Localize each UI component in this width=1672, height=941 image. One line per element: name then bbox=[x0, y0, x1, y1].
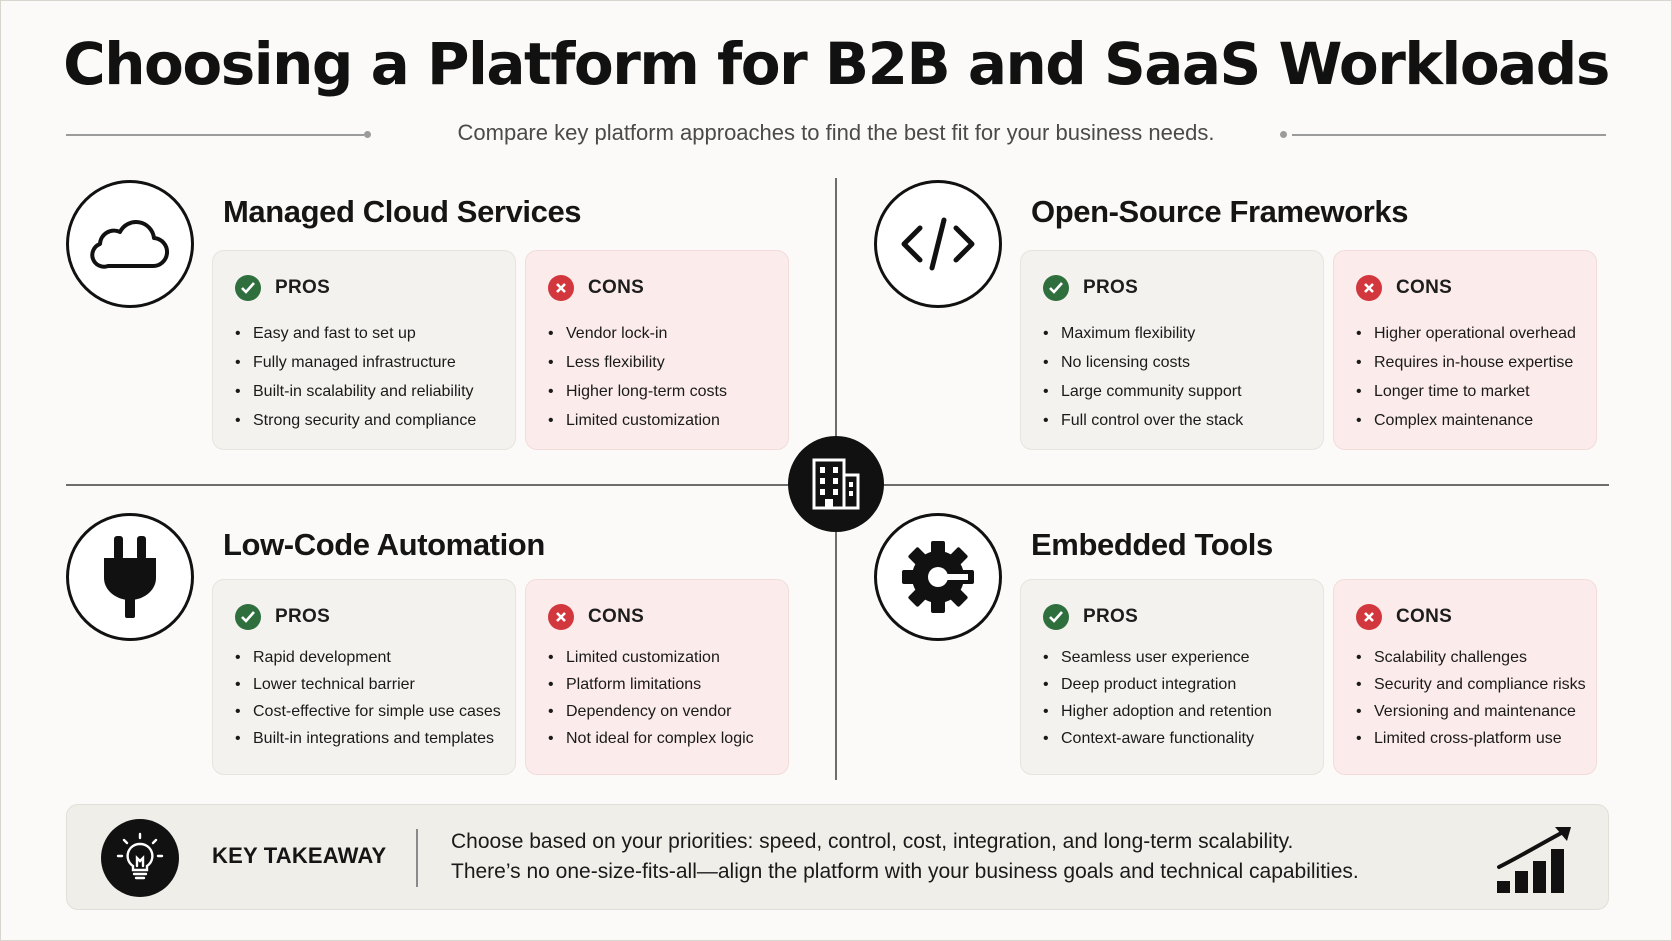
page-title: Choosing a Platform for B2B and SaaS Wor… bbox=[63, 30, 1610, 98]
key-takeaway-panel: KEY TAKEAWAY Choose based on your priori… bbox=[66, 804, 1609, 910]
x-icon bbox=[548, 275, 574, 301]
office-building-icon bbox=[812, 458, 860, 510]
list-item: Strong security and compliance bbox=[235, 406, 493, 435]
check-icon bbox=[1043, 275, 1069, 301]
cloud-icon bbox=[90, 220, 170, 269]
list-item: Vendor lock-in bbox=[548, 319, 766, 348]
list-item: Rapid development bbox=[235, 644, 493, 671]
section-title: Embedded Tools bbox=[1031, 527, 1273, 562]
check-icon bbox=[235, 604, 261, 630]
list-item: Requires in-house expertise bbox=[1356, 348, 1574, 377]
subtitle-rule-right bbox=[1292, 134, 1606, 136]
section-icon-circle bbox=[874, 180, 1002, 308]
section-title: Low-Code Automation bbox=[223, 527, 545, 562]
section-title: Managed Cloud Services bbox=[223, 194, 582, 229]
list-item: Less flexibility bbox=[548, 348, 766, 377]
check-icon bbox=[1043, 604, 1069, 630]
x-icon bbox=[1356, 275, 1382, 301]
plug-icon bbox=[104, 536, 156, 618]
list-item: Not ideal for complex logic bbox=[548, 725, 766, 752]
pros-label: PROS bbox=[275, 277, 331, 298]
list-item: Platform limitations bbox=[548, 671, 766, 698]
list-item: Limited customization bbox=[548, 406, 766, 435]
list-item: Deep product integration bbox=[1043, 671, 1301, 698]
pros-card: PROS Rapid development Lower technical b… bbox=[212, 579, 516, 775]
list-item: Higher adoption and retention bbox=[1043, 698, 1301, 725]
lightbulb-badge bbox=[101, 819, 179, 897]
list-item: Higher operational overhead bbox=[1356, 319, 1576, 348]
list-item: Higher long-term costs bbox=[548, 377, 766, 406]
subtitle-dot-right bbox=[1280, 131, 1287, 138]
list-item: Limited customization bbox=[548, 644, 766, 671]
list-item: Cost-effective for simple use cases bbox=[235, 698, 501, 725]
cons-label: CONS bbox=[588, 277, 645, 298]
section-open-source: Open-Source Frameworks PROS Maximum flex… bbox=[874, 180, 1634, 460]
list-item: Built-in scalability and reliability bbox=[235, 377, 493, 406]
section-icon-circle bbox=[66, 513, 194, 641]
cons-card: CONS Higher operational overhead Require… bbox=[1333, 250, 1597, 450]
list-item: Large community support bbox=[1043, 377, 1301, 406]
section-low-code: Low-Code Automation PROS Rapid developme… bbox=[66, 513, 826, 793]
cons-label: CONS bbox=[588, 606, 645, 627]
takeaway-separator bbox=[416, 829, 418, 887]
list-item: Fully managed infrastructure bbox=[235, 348, 493, 377]
section-icon-circle bbox=[66, 180, 194, 308]
x-icon bbox=[1356, 604, 1382, 630]
lightbulb-icon bbox=[116, 832, 164, 880]
list-item: Limited cross-platform use bbox=[1356, 725, 1574, 752]
section-managed-cloud: Managed Cloud Services PROS Easy and fas… bbox=[66, 180, 826, 460]
list-item: Seamless user experience bbox=[1043, 644, 1301, 671]
takeaway-line: There’s no one-size-fits-all—align the p… bbox=[451, 860, 1359, 883]
key-takeaway-label: KEY TAKEAWAY bbox=[212, 843, 387, 868]
cons-label: CONS bbox=[1396, 277, 1453, 298]
pros-card: PROS Seamless user experience Deep produ… bbox=[1020, 579, 1324, 775]
list-item: Full control over the stack bbox=[1043, 406, 1301, 435]
cons-label: CONS bbox=[1396, 606, 1453, 627]
code-icon bbox=[901, 217, 975, 271]
list-item: Versioning and maintenance bbox=[1356, 698, 1576, 725]
page-subtitle: Compare key platform approaches to find … bbox=[457, 120, 1215, 145]
list-item: Scalability challenges bbox=[1356, 644, 1574, 671]
section-title: Open-Source Frameworks bbox=[1031, 194, 1409, 229]
list-item: No licensing costs bbox=[1043, 348, 1301, 377]
list-item: Context-aware functionality bbox=[1043, 725, 1301, 752]
list-item: Longer time to market bbox=[1356, 377, 1574, 406]
subtitle-rule-left bbox=[66, 134, 364, 136]
growth-chart-icon bbox=[1497, 827, 1571, 893]
cons-card: CONS Vendor lock-in Less flexibility Hig… bbox=[525, 250, 789, 450]
list-item: Built-in integrations and templates bbox=[235, 725, 494, 752]
pros-card: PROS Maximum flexibility No licensing co… bbox=[1020, 250, 1324, 450]
subtitle-row: Compare key platform approaches to find … bbox=[66, 118, 1606, 152]
pros-label: PROS bbox=[275, 606, 331, 627]
list-item: Maximum flexibility bbox=[1043, 319, 1301, 348]
list-item: Complex maintenance bbox=[1356, 406, 1574, 435]
pros-label: PROS bbox=[1083, 277, 1139, 298]
center-badge bbox=[788, 436, 884, 532]
x-icon bbox=[548, 604, 574, 630]
list-item: Dependency on vendor bbox=[548, 698, 766, 725]
takeaway-line: Choose based on your priorities: speed, … bbox=[451, 830, 1294, 853]
section-icon-circle bbox=[874, 513, 1002, 641]
cons-card: CONS Limited customization Platform limi… bbox=[525, 579, 789, 775]
subtitle-dot-left bbox=[364, 131, 371, 138]
gear-icon bbox=[902, 541, 974, 613]
list-item: Easy and fast to set up bbox=[235, 319, 493, 348]
section-embedded-tools: Embedded Tools PROS Seamless user experi… bbox=[874, 513, 1634, 793]
pros-card: PROS Easy and fast to set up Fully manag… bbox=[212, 250, 516, 450]
list-item: Lower technical barrier bbox=[235, 671, 493, 698]
list-item: Security and compliance risks bbox=[1356, 671, 1586, 698]
pros-label: PROS bbox=[1083, 606, 1139, 627]
check-icon bbox=[235, 275, 261, 301]
cons-card: CONS Scalability challenges Security and… bbox=[1333, 579, 1597, 775]
key-takeaway-text: Choose based on your priorities: speed, … bbox=[451, 827, 1359, 887]
